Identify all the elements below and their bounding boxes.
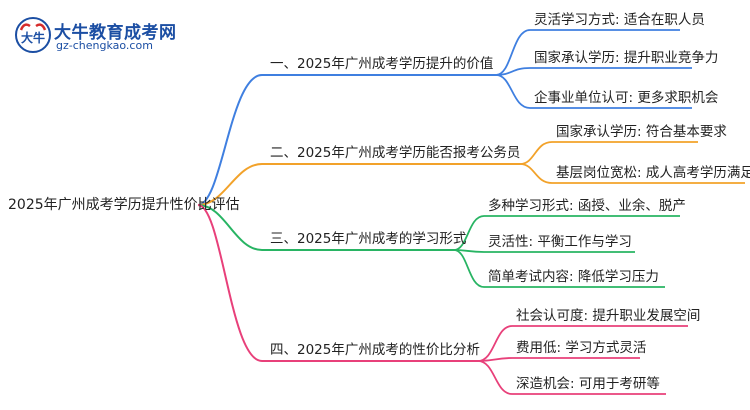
connector-root-b3 (197, 204, 263, 251)
branch-4-child-2: 费用低: 学习方式灵活 (516, 340, 647, 356)
connector-b4-c3 (477, 360, 513, 395)
connector-root-b1 (197, 74, 263, 206)
branch-2-label: 二、2025年广州成考学历能否报考公务员 (270, 145, 521, 161)
branch-3-label: 三、2025年广州成考的学习形式 (270, 231, 467, 247)
connector-b4-c1 (477, 325, 513, 362)
branch-3-child-2: 灵活性: 平衡工作与学习 (488, 234, 632, 250)
connector-b1-c1 (495, 29, 531, 76)
branch-1-child-2: 国家承认学历: 提升职业竞争力 (534, 50, 719, 66)
branch-1-child-1: 灵活学习方式: 适合在职人员 (534, 12, 705, 28)
branch-4-child-3: 深造机会: 可用于考研等 (516, 376, 660, 392)
connector-b1-c2 (495, 67, 531, 76)
branch-4-child-1: 社会认可度: 提升职业发展空间 (516, 308, 701, 324)
connector-b2-c1 (519, 141, 553, 165)
branch-1-child-3: 企事业单位认可: 更多求职机会 (534, 90, 719, 106)
connector-root-b2 (197, 163, 263, 206)
branch-4-label: 四、2025年广州成考的性价比分析 (270, 342, 480, 358)
branch-2-child-2: 基层岗位宽松: 成人高考学历满足条件 (556, 165, 750, 181)
branch-3-child-1: 多种学习形式: 函授、业余、脱产 (488, 198, 686, 214)
logo-title: 大牛教育成考网 (54, 23, 177, 43)
branch-2-child-1: 国家承认学历: 符合基本要求 (556, 124, 727, 140)
connector-b3-c1 (453, 215, 485, 251)
site-logo: 大牛 大牛教育成考网 gz-chengkao.com (14, 14, 176, 56)
branch-3-child-3: 简单考试内容: 降低学习压力 (488, 269, 659, 285)
root-node: 2025年广州成考学历提升性价比评估 (8, 197, 240, 213)
bull-logo-icon: 大牛 (15, 17, 51, 53)
connector-b3-c3 (453, 249, 485, 288)
connector-b2-c2 (519, 163, 553, 184)
branch-1-label: 一、2025年广州成考学历提升的价值 (270, 56, 494, 72)
connector-root-b4 (197, 204, 263, 362)
logo-url: gz-chengkao.com (56, 39, 153, 52)
logo-badge-text: 大牛 (21, 30, 45, 45)
connector-b1-c3 (495, 74, 531, 109)
